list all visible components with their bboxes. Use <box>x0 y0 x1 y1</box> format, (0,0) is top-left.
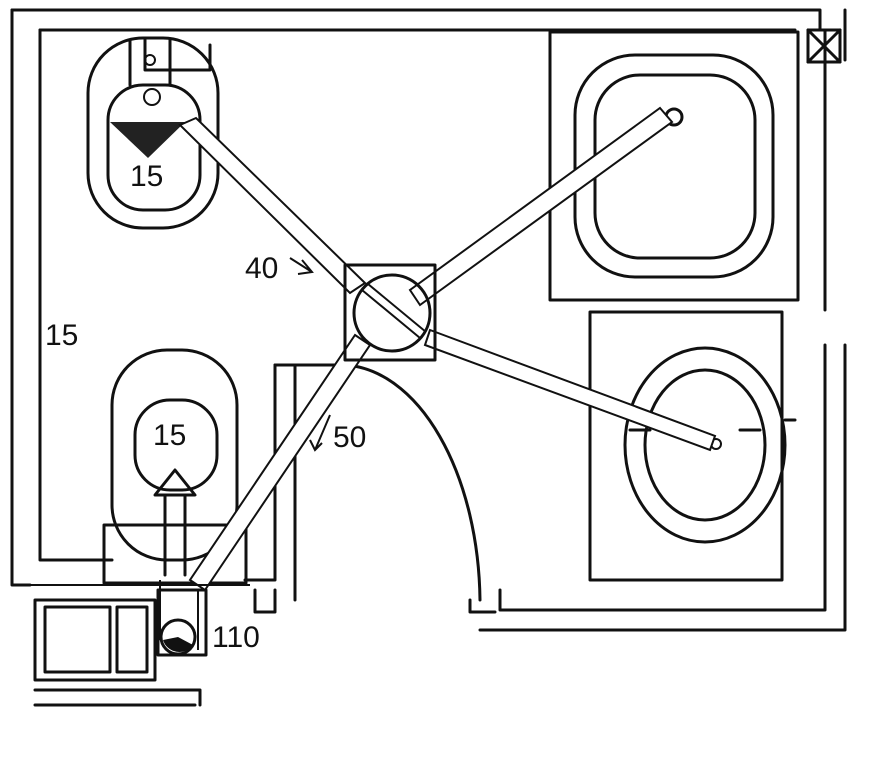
door-swing <box>273 363 497 614</box>
bidet-drain-arrow-icon <box>110 122 185 158</box>
main-stack-label: 110 <box>212 621 260 654</box>
main-stack <box>156 588 208 657</box>
toilet-fixture: 15 <box>102 348 248 585</box>
drain-40-label: 40 <box>245 252 278 285</box>
toilet-size-label: 15 <box>153 419 186 452</box>
toilet-drain-arrow-icon <box>153 468 197 497</box>
bidet-size-label: 15 <box>130 160 163 193</box>
drain-40-arrow-icon <box>289 257 314 275</box>
room-walls <box>10 8 847 632</box>
wall-size-label: 15 <box>45 319 78 352</box>
drain-50-label: 50 <box>333 421 366 454</box>
drain-50-arrow-icon <box>309 414 331 452</box>
washbasin <box>588 310 797 582</box>
bidet-fixture: 15 <box>86 36 220 230</box>
junction-box <box>343 263 437 362</box>
cabinet-box <box>33 598 202 707</box>
